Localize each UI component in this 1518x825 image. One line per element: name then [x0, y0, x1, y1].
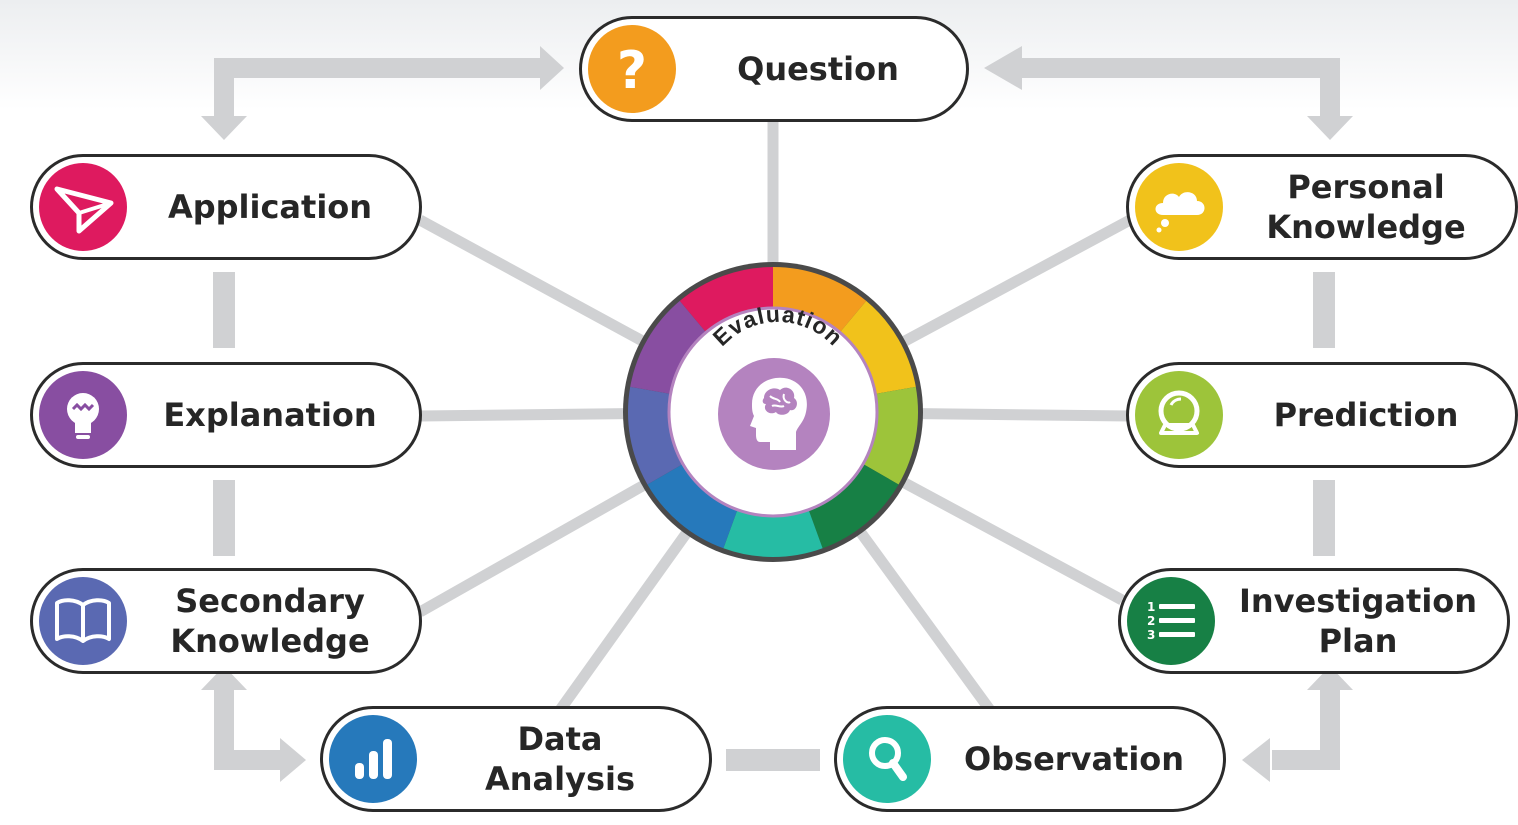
ring-segment	[808, 464, 899, 549]
magnifier-icon	[843, 715, 931, 803]
node-label-line: Knowledge	[170, 622, 370, 660]
head-brain-icon	[718, 358, 830, 470]
node-label-line: Prediction	[1273, 396, 1459, 434]
arrow-shaft	[214, 58, 544, 118]
node-data-analysis: Data Analysis	[320, 706, 712, 812]
node-label-line: Personal	[1287, 168, 1445, 206]
node-prediction: Prediction	[1126, 362, 1518, 468]
ring-segment	[723, 510, 823, 557]
cycle-arrows	[201, 46, 1353, 782]
svg-text:2: 2	[1147, 614, 1155, 628]
node-label-line: Question	[737, 50, 899, 88]
ring-segment	[863, 386, 918, 485]
ring-segment	[840, 300, 916, 394]
node-label-line: Secondary	[175, 582, 365, 620]
node-label-line: Application	[167, 188, 373, 226]
link-lines	[213, 272, 1335, 771]
arrow-head	[201, 666, 247, 690]
arrow-shaft	[1272, 690, 1340, 770]
ring-segment	[773, 267, 867, 332]
arrow-head	[1242, 738, 1270, 782]
node-explanation: Explanation	[30, 362, 422, 468]
arrow-head	[540, 46, 564, 90]
arrow-head	[1307, 666, 1353, 690]
ring-segment	[679, 267, 773, 332]
node-label-line: Investigation	[1238, 582, 1478, 620]
arrow-head	[201, 116, 247, 140]
open-book-icon	[39, 577, 127, 665]
bar-chart-icon	[329, 715, 417, 803]
ring-segment	[647, 464, 738, 549]
node-application: Application	[30, 154, 422, 260]
node-label-line: Observation	[963, 740, 1185, 778]
ring-segment	[627, 386, 683, 485]
arrow-shaft	[1018, 58, 1340, 118]
node-personal-knowledge: Personal Knowledge	[1126, 154, 1518, 260]
arrow-head	[984, 46, 1022, 90]
node-label-line: Explanation	[163, 396, 377, 434]
light-bulb-icon	[39, 371, 127, 459]
arrow-head	[280, 738, 306, 782]
node-label-line: Knowledge	[1266, 208, 1466, 246]
node-label-line: Analysis	[484, 760, 636, 798]
arrow-head	[1307, 116, 1353, 140]
node-label-line: Data	[517, 720, 603, 758]
crystal-ball-icon	[1135, 371, 1223, 459]
svg-text:1: 1	[1147, 600, 1155, 614]
paper-plane-icon	[39, 163, 127, 251]
ring-segment	[630, 300, 706, 394]
node-secondary-knowledge: Secondary Knowledge	[30, 568, 422, 674]
node-observation: Observation	[834, 706, 1226, 812]
thought-bubble-icon	[1135, 163, 1223, 251]
svg-text:?: ?	[617, 41, 647, 101]
node-label-line: Plan	[1318, 622, 1398, 660]
question-mark-icon: ?	[588, 25, 676, 113]
arrow-shaft	[214, 688, 280, 770]
svg-text:3: 3	[1147, 628, 1155, 642]
node-question: ? Question	[579, 16, 969, 122]
